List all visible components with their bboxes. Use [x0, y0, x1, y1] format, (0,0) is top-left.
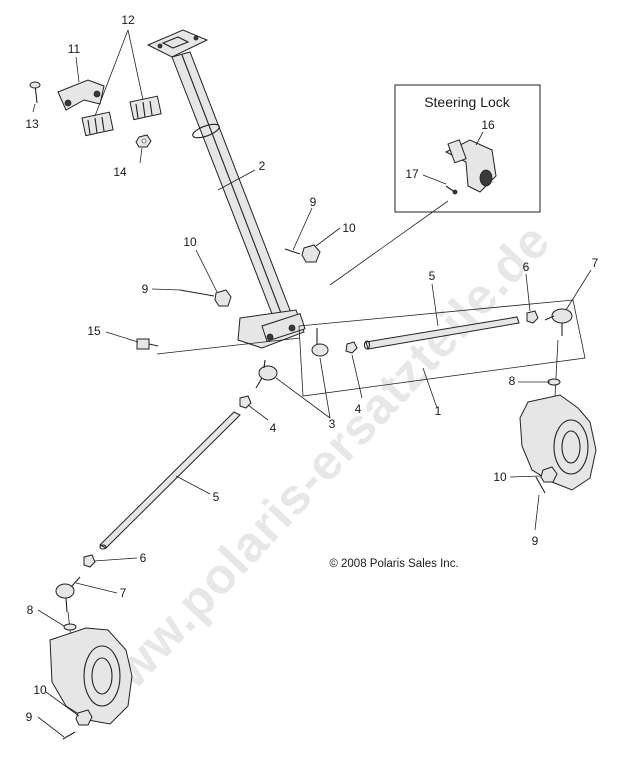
callout-3: 3: [329, 417, 336, 431]
leader-lines: [32, 29, 592, 738]
clamp-bushing-right: [129, 95, 162, 121]
callout-8-left: 8: [27, 603, 34, 617]
callout-4-left: 4: [270, 421, 277, 435]
callout-12: 12: [121, 13, 135, 27]
callout-1: 1: [435, 404, 442, 418]
column-clamp: [57, 79, 105, 111]
callout-6-left: 6: [140, 551, 147, 565]
nut-10-upper: [301, 244, 321, 263]
callout-2: 2: [259, 159, 266, 173]
bolt-13: [29, 81, 41, 104]
bolt-15: [136, 338, 159, 350]
callout-5-left: 5: [213, 490, 220, 504]
callout-17: 17: [405, 167, 419, 181]
callout-5-right: 5: [429, 269, 436, 283]
callout-9-column: 9: [142, 282, 149, 296]
inset-title: Steering Lock: [424, 94, 511, 110]
callout-15: 15: [87, 324, 101, 338]
callout-9-left: 9: [26, 710, 33, 724]
callout-16: 16: [481, 118, 495, 132]
callout-9-upper: 9: [310, 195, 317, 209]
callout-7-left: 7: [120, 586, 127, 600]
pin-9-column: [179, 289, 215, 297]
pin-9-upper: [284, 248, 301, 255]
steering-lock-inset: Steering Lock: [394, 84, 541, 213]
callout-4-right: 4: [355, 402, 362, 416]
callout-9-right: 9: [532, 534, 539, 548]
nut-10-column: [214, 289, 232, 307]
callout-10-upper: 10: [342, 221, 356, 235]
tie-rod-assembly-box: [298, 299, 586, 397]
copyright-notice: © 2008 Polaris Sales Inc.: [329, 558, 458, 570]
left-tie-rod: [55, 359, 278, 613]
nut-14: [135, 134, 152, 148]
callout-11: 11: [68, 42, 81, 56]
callout-6-right: 6: [523, 260, 530, 274]
callouts: 12 11 13 14 2 16 17 9 10 10 9 15 5 6 7 4…: [25, 13, 598, 724]
left-knuckle: [49, 611, 133, 740]
callout-14: 14: [113, 165, 127, 179]
callout-10-right: 10: [493, 470, 507, 484]
callout-13: 13: [25, 117, 39, 131]
callout-8-right: 8: [509, 374, 516, 388]
steering-column: [146, 29, 306, 349]
clamp-bushing-left: [81, 111, 114, 137]
callout-10-left: 10: [33, 683, 47, 697]
callout-7-right: 7: [592, 256, 599, 270]
right-knuckle: [519, 339, 597, 494]
callout-10-column: 10: [183, 235, 197, 249]
